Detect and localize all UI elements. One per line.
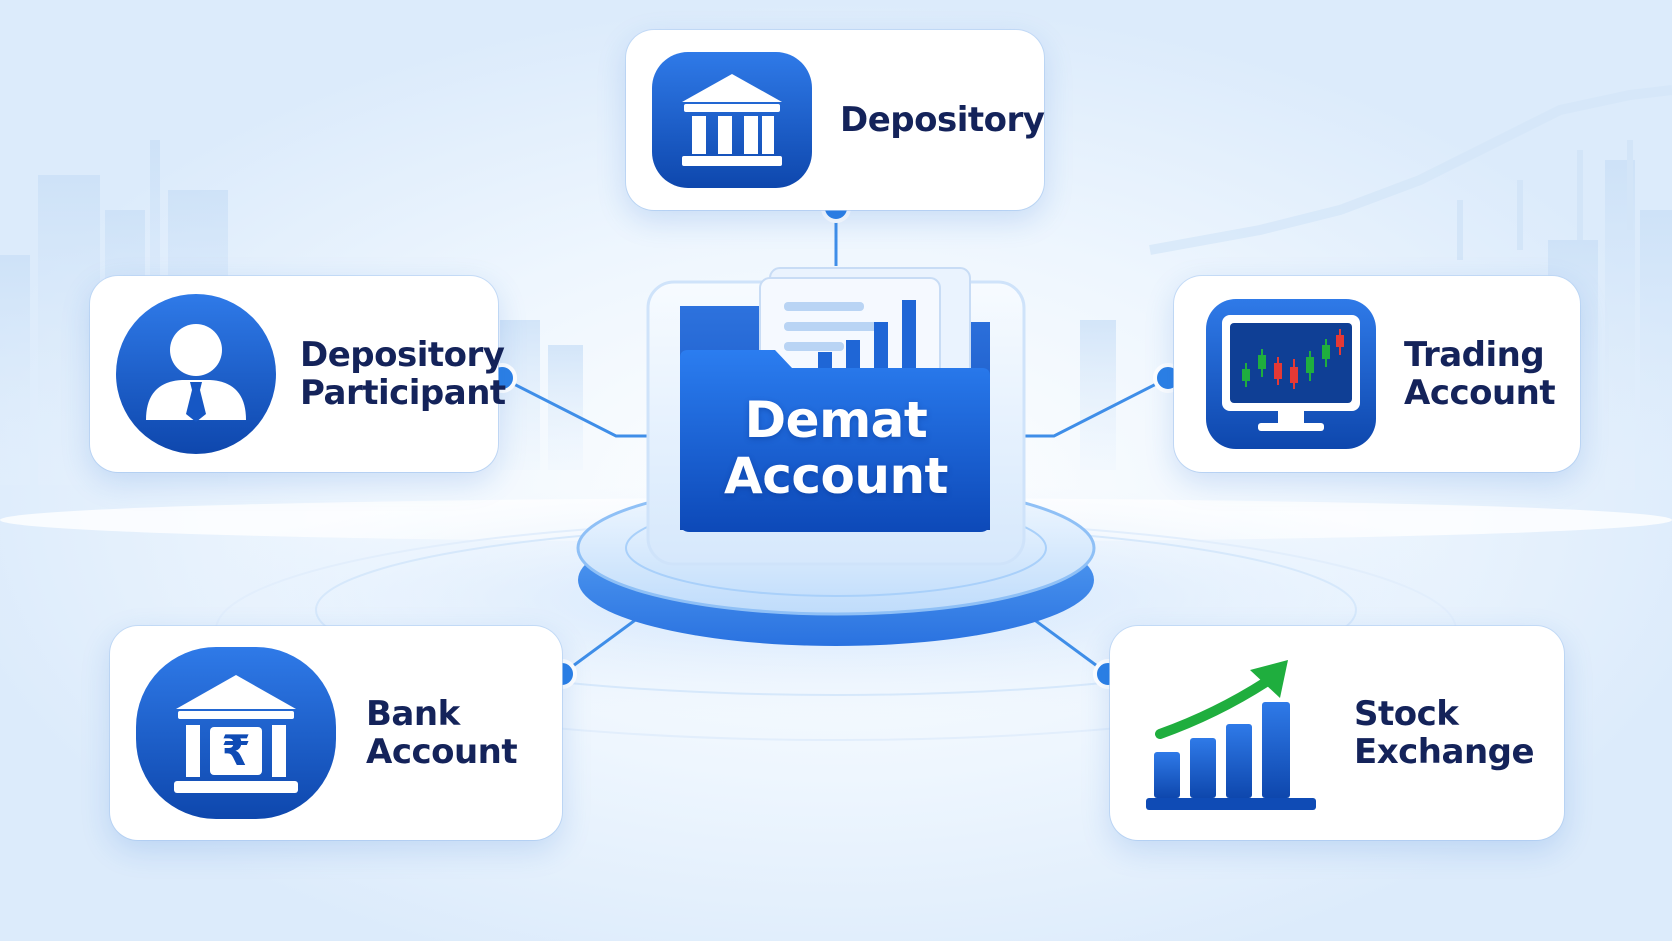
- trading-account-card: Trading Account: [1174, 276, 1580, 472]
- svg-text:₹: ₹: [221, 726, 250, 775]
- label-line1: Trading: [1404, 335, 1545, 375]
- stock-exchange-card: Stock Exchange: [1110, 626, 1564, 840]
- label-line2: Exchange: [1354, 732, 1535, 772]
- bank-rupee-icon: ₹: [136, 647, 336, 819]
- background-trend-line: [1149, 85, 1672, 255]
- background-candles: [1457, 140, 1633, 260]
- document-chart-icon: [818, 300, 916, 372]
- depository-card: Depository: [626, 30, 1045, 210]
- user-avatar-icon: [116, 294, 276, 454]
- center-title-line2: Account: [724, 447, 948, 505]
- label-line2: Account: [1404, 373, 1556, 413]
- label-line1: Bank: [366, 694, 460, 734]
- demat-account-title: Demat Account: [683, 392, 989, 504]
- growth-bar-chart-icon: [1146, 648, 1316, 818]
- stock-exchange-label: Stock Exchange: [1354, 694, 1535, 772]
- label-line2: Participant: [300, 373, 506, 413]
- center-title-line1: Demat: [744, 391, 928, 449]
- bank-building-icon: [652, 52, 812, 188]
- bank-account-label: Bank Account: [366, 694, 518, 772]
- depository-participant-label: Depository Participant: [300, 336, 506, 412]
- label-line1: Depository: [300, 335, 505, 375]
- depository-participant-card: Depository Participant: [90, 276, 506, 472]
- depository-label: Depository: [840, 100, 1045, 140]
- label-line1: Stock: [1354, 694, 1459, 734]
- label-line2: Account: [366, 732, 518, 772]
- trading-account-label: Trading Account: [1404, 335, 1556, 413]
- bank-account-card: ₹ Bank Account: [110, 626, 562, 840]
- folder-front: [680, 350, 990, 532]
- monitor-candlestick-icon: [1206, 299, 1376, 449]
